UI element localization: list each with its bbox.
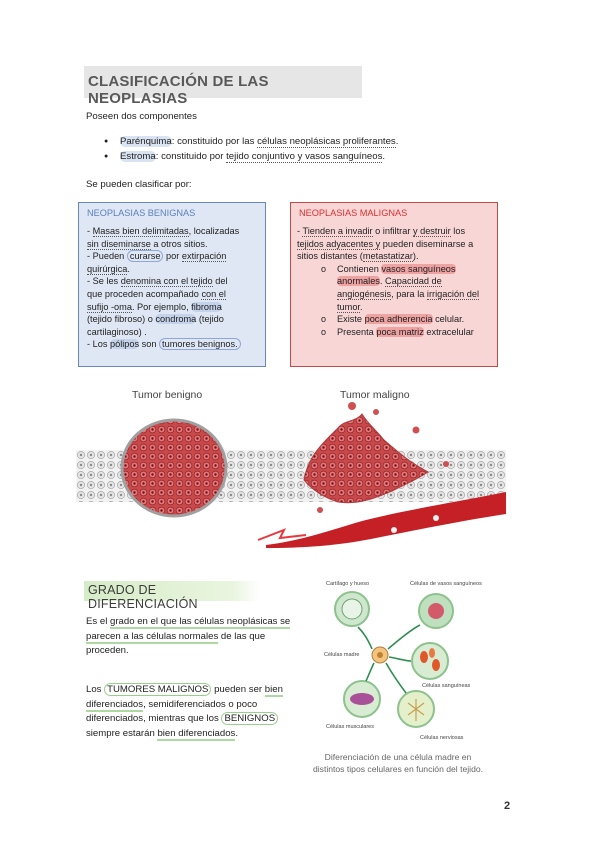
metastatic-cell <box>443 461 449 467</box>
components-list: Parénquima: constituido por las células … <box>104 135 464 164</box>
term-parenquima: Parénquima <box>120 136 172 147</box>
blood-cell <box>433 515 439 521</box>
arrow-icon <box>357 626 373 650</box>
svg-text:Células madre: Células madre <box>324 652 359 658</box>
classify-text: Se pueden clasificar por: <box>86 179 192 190</box>
metastatic-cell <box>317 507 323 513</box>
benign-text: - Masas bien delimitadas, localizadas si… <box>87 226 241 351</box>
differentiation-tumors: Los TUMORES MALIGNOS pueden ser bien dif… <box>86 683 283 741</box>
svg-text:Células sanguíneas: Células sanguíneas <box>422 683 471 689</box>
page-title: CLASIFICACIÓN DE LAS NEOPLASIAS <box>88 73 269 107</box>
metastatic-cell <box>412 426 420 434</box>
malign-text: - Tienden a invadir o infiltrar y destru… <box>297 225 495 338</box>
blood-cell-icon <box>411 642 449 680</box>
arrow-icon <box>387 624 421 650</box>
term-estroma: Estroma <box>120 150 156 162</box>
benign-box: NEOPLASIAS BENIGNAS - Masas bien delimit… <box>78 202 266 367</box>
list-item: Estroma: constituido por tejido conjunti… <box>104 150 464 165</box>
malign-box: NEOPLASIAS MALIGNAS - Tienden a invadir … <box>290 202 498 367</box>
benign-tumor-mass <box>120 418 228 518</box>
stem-cell-figure: Cartílago y hueso Células de vasos sangu… <box>324 581 482 741</box>
section-title: GRADO DE DIFERENCIACIÓN <box>88 583 198 611</box>
tumor-figure: Tumor benigno Tumor maligno <box>76 389 506 548</box>
section-title-bar: GRADO DE DIFERENCIACIÓN <box>84 581 260 611</box>
arrow-icon <box>365 662 375 682</box>
arrow-icon <box>385 662 407 694</box>
metastatic-cell <box>348 402 356 410</box>
tumor-malign-label: Tumor maligno <box>340 389 410 401</box>
blood-cell <box>391 527 397 533</box>
differentiation-definition: Es el grado en el que las células neoplá… <box>86 616 291 656</box>
page-number: 2 <box>504 800 511 812</box>
blood-vessel <box>266 492 506 548</box>
malign-tumor-mass <box>303 413 429 504</box>
svg-text:Células de vasos sanguíneos: Células de vasos sanguíneos <box>410 581 482 587</box>
benign-heading: NEOPLASIAS BENIGNAS <box>87 208 196 218</box>
figure-caption: Diferenciación de una célula madre en di… <box>312 752 484 774</box>
list-item: Parénquima: constituido por las células … <box>104 135 464 150</box>
malign-heading: NEOPLASIAS MALIGNAS <box>299 208 408 218</box>
flow-arrow-icon <box>257 528 307 541</box>
svg-text:Cartílago y hueso: Cartílago y hueso <box>326 581 369 587</box>
arrow-icon <box>388 656 412 662</box>
svg-text:Células musculares: Células musculares <box>326 724 374 730</box>
title-bar: CLASIFICACIÓN DE LAS NEOPLASIAS <box>84 66 362 107</box>
metastatic-cell <box>373 409 379 415</box>
tumor-benign-label: Tumor benigno <box>132 389 202 401</box>
svg-text:Células nerviosas: Células nerviosas <box>420 735 464 741</box>
intro-text: Poseen dos componentes <box>86 111 197 122</box>
